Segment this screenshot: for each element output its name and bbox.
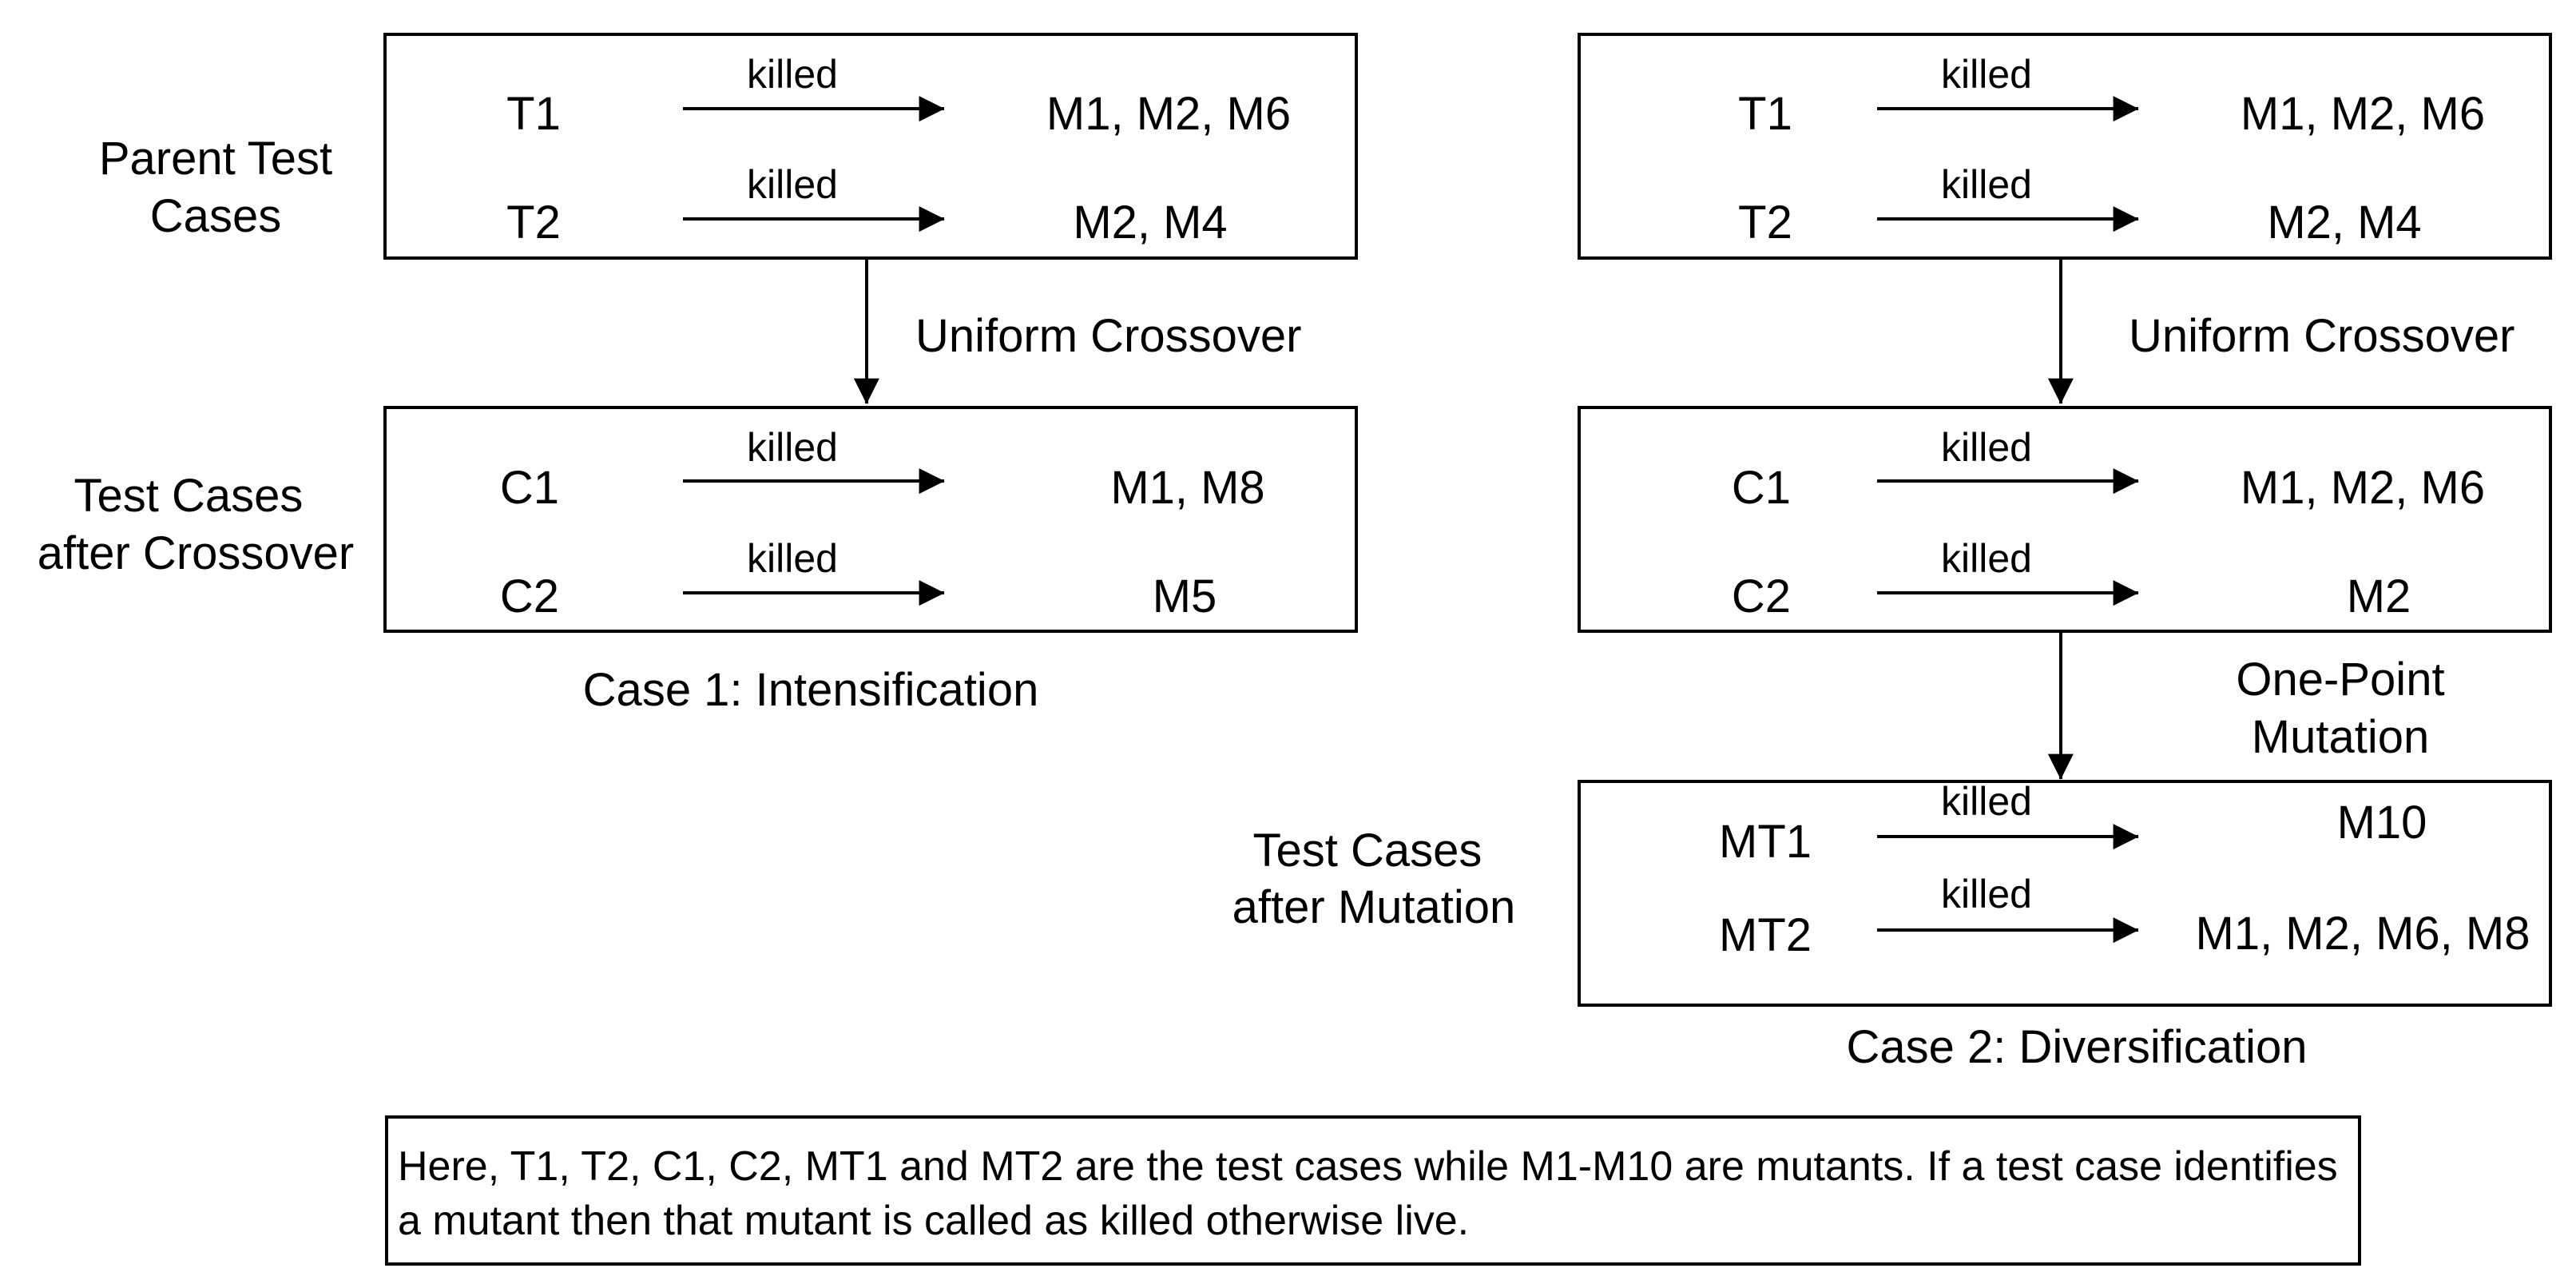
case1-crossover-id-c1: C1 (500, 462, 559, 514)
case1-parent-mutants-t1: M1, M2, M6 (1046, 88, 1291, 140)
case2-mutation-mutants-mt1: M10 (2337, 797, 2427, 849)
case1-crossover-mutants-c2: M5 (1153, 570, 1217, 622)
case2-parent-id-t2: T2 (1738, 197, 1792, 248)
case2-killed-label: killed (1941, 536, 2032, 581)
case2-killed-label: killed (1941, 162, 2032, 207)
case2-one-point-mutation-label-1: One-Point (2236, 654, 2444, 706)
case2-mutation-mutants-mt2: M1, M2, M6, M8 (2196, 908, 2530, 960)
case2-crossover-id-c2: C2 (1732, 570, 1791, 622)
case1-uniform-crossover-label: Uniform Crossover (915, 310, 1301, 362)
case2-parent-box (1578, 33, 2552, 260)
case1-crossover-mutants-c1: M1, M8 (1110, 462, 1264, 514)
parent-test-cases-label-1: Parent Test (99, 133, 332, 185)
case2-killed-label: killed (1941, 779, 2032, 824)
case2-mutation-id-mt1: MT1 (1719, 816, 1812, 868)
after-crossover-label-1: Test Cases (74, 470, 304, 522)
case1-parent-id-t2: T2 (506, 197, 561, 248)
legend-note: Here, T1, T2, C1, C2, MT1 and MT2 are th… (385, 1115, 2361, 1266)
case2-parent-mutants-t2: M2, M4 (2267, 197, 2421, 248)
case1-killed-label: killed (747, 52, 838, 97)
case2-parent-id-t1: T1 (1738, 88, 1792, 140)
case1-parent-box (383, 33, 1358, 260)
case1-crossover-id-c2: C2 (500, 570, 559, 622)
case1-killed-label: killed (747, 162, 838, 207)
case1-killed-label: killed (747, 425, 838, 470)
case2-killed-label: killed (1941, 425, 2032, 470)
case1-crossover-box (383, 406, 1358, 633)
after-crossover-label-2: after Crossover (38, 527, 354, 579)
case2-crossover-mutants-c1: M1, M2, M6 (2241, 462, 2485, 514)
case1-killed-label: killed (747, 536, 838, 581)
case1-parent-id-t1: T1 (506, 88, 561, 140)
case2-crossover-box (1578, 406, 2552, 633)
case2-one-point-mutation-label-2: Mutation (2252, 711, 2429, 763)
case2-mutation-box (1578, 780, 2552, 1007)
case2-killed-label: killed (1941, 52, 2032, 97)
after-mutation-label-2: after Mutation (1232, 881, 1516, 933)
after-mutation-label-1: Test Cases (1253, 825, 1482, 877)
case2-caption: Case 2: Diversification (1847, 1021, 2308, 1073)
case2-killed-label: killed (1941, 872, 2032, 916)
case1-caption: Case 1: Intensification (583, 664, 1039, 716)
case2-mutation-id-mt2: MT2 (1719, 909, 1812, 961)
case2-uniform-crossover-label: Uniform Crossover (2129, 310, 2514, 362)
case2-parent-mutants-t1: M1, M2, M6 (2241, 88, 2485, 140)
case2-crossover-mutants-c2: M2 (2347, 570, 2411, 622)
parent-test-cases-label-2: Cases (150, 190, 281, 242)
case2-crossover-id-c1: C1 (1732, 462, 1791, 514)
case1-parent-mutants-t2: M2, M4 (1073, 197, 1227, 248)
